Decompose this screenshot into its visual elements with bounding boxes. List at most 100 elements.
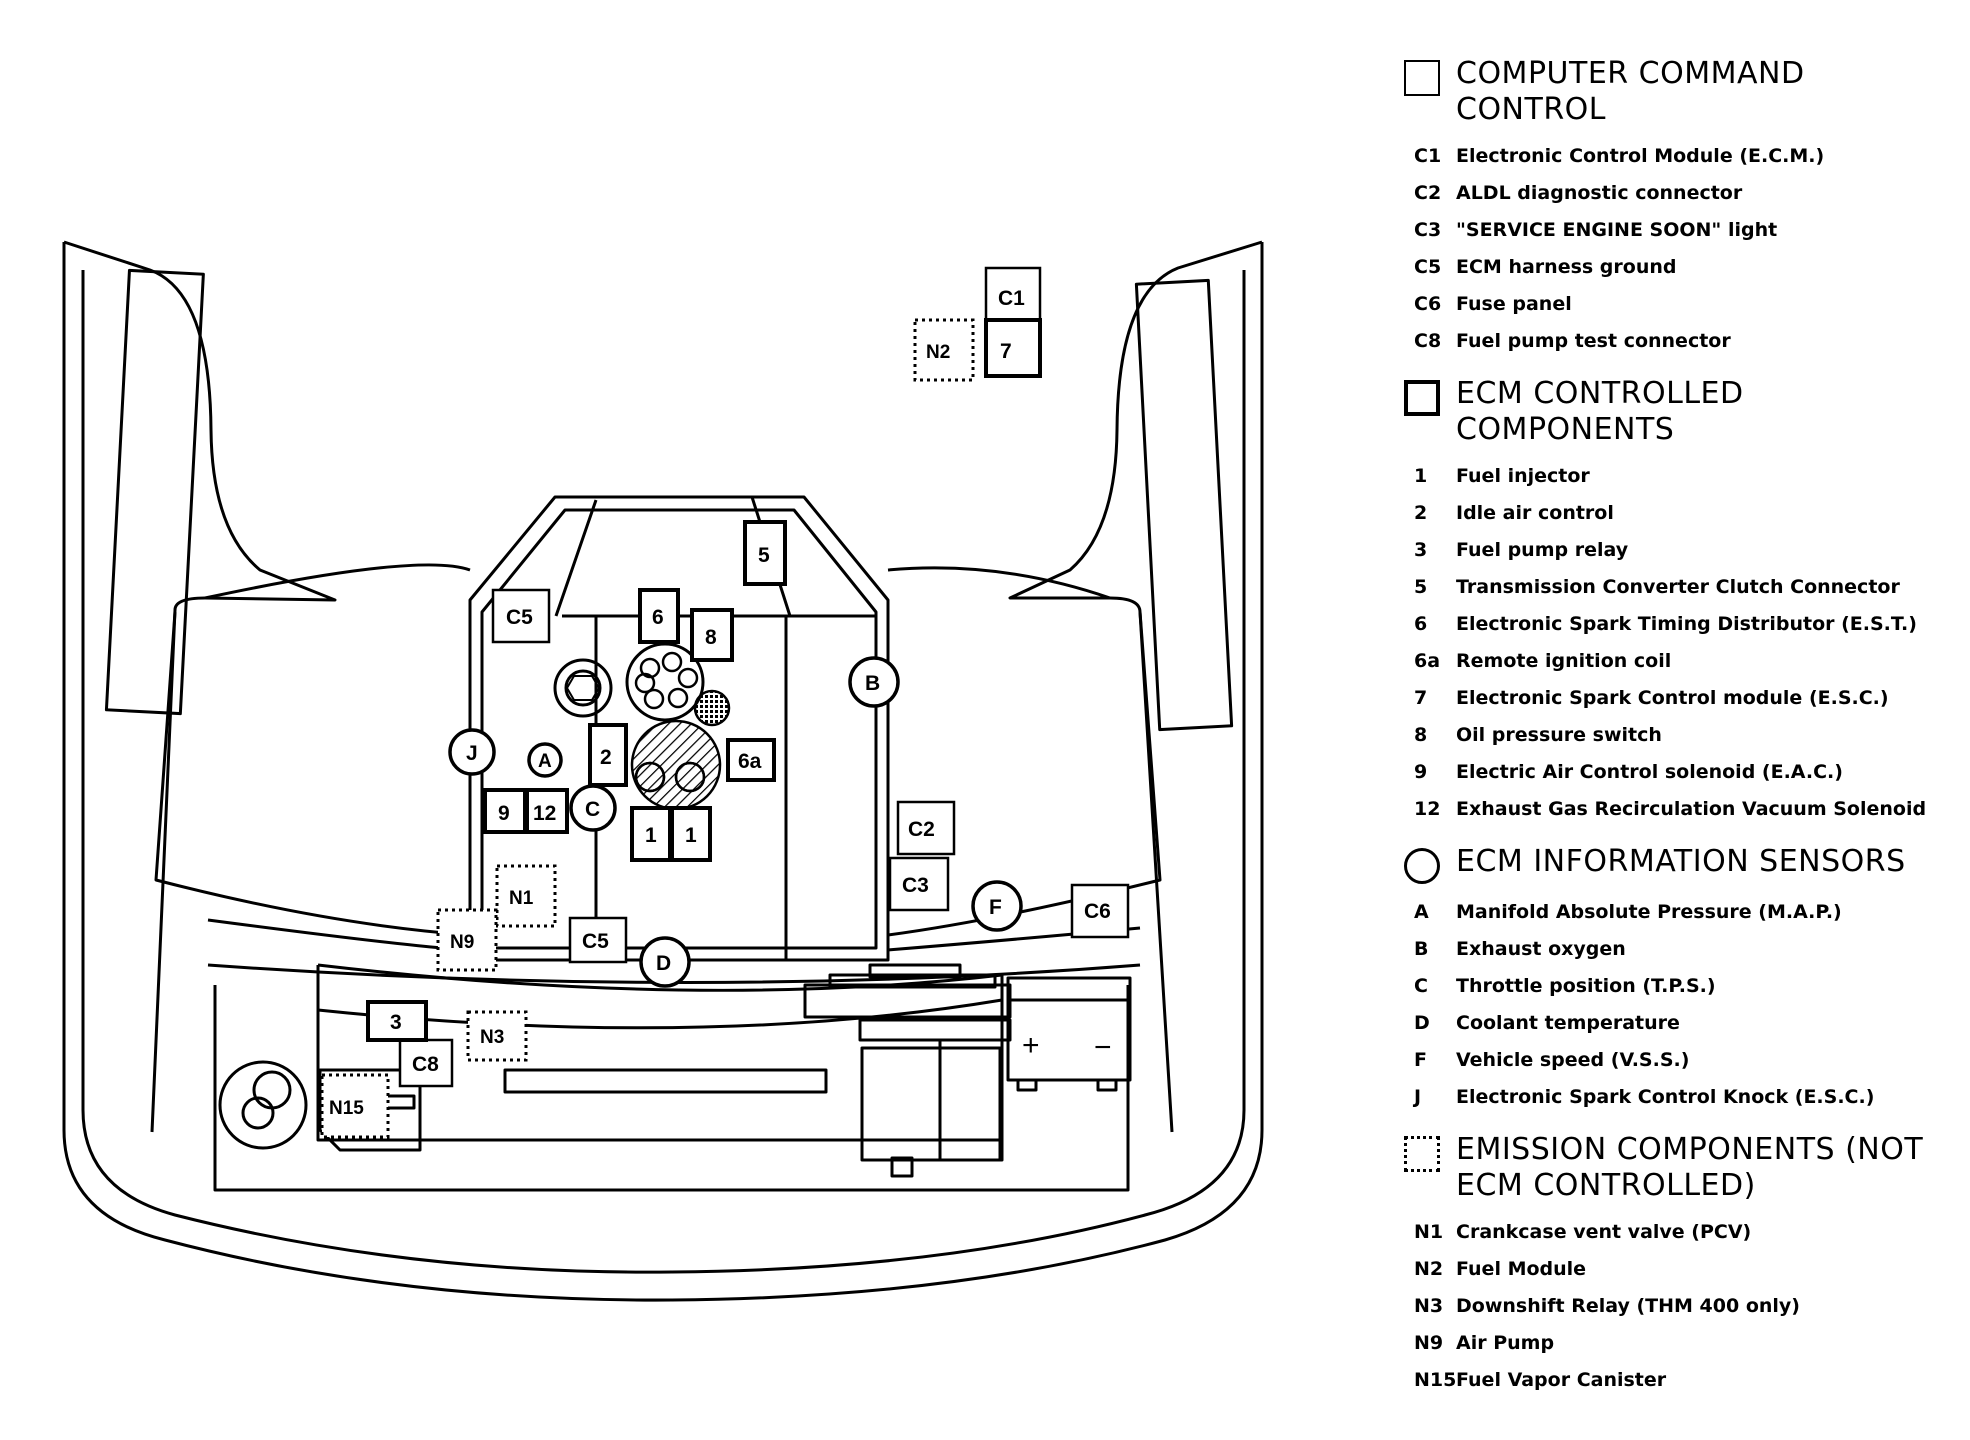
box-c2 [896, 800, 956, 856]
box-n15 [320, 1073, 390, 1139]
label-c5-top: C5 [506, 606, 533, 629]
label-c3: C3 [902, 874, 929, 897]
box-n9 [436, 908, 498, 972]
legend-item-list: N1 Crankcase vent valve (PCV) N2 Fuel Modul… [1404, 1214, 1964, 1399]
box-3 [366, 1000, 428, 1042]
legend-item-code: C [1414, 975, 1428, 997]
label-f: F [989, 896, 1002, 919]
legend-item-code: C8 [1414, 330, 1442, 352]
legend-item-code: 6a [1414, 650, 1441, 672]
label-7: 7 [1000, 340, 1012, 363]
legend-item-code: C2 [1414, 182, 1442, 204]
alternator [860, 1046, 1002, 1162]
box-c5-bottom [568, 916, 628, 964]
legend-item-code: N2 [1414, 1258, 1444, 1280]
label-6: 6 [652, 606, 664, 629]
label-n1: N1 [509, 888, 534, 909]
legend-item-description: Throttle position (T.P.S.) [1456, 975, 1716, 997]
box-n3 [466, 1010, 528, 1062]
box-6a [726, 738, 776, 782]
washer-reservoir [218, 1060, 308, 1150]
label-c2: C2 [908, 818, 935, 841]
legend-item-code: N1 [1414, 1221, 1444, 1243]
label-9: 9 [498, 802, 510, 825]
label-d: D [656, 952, 671, 975]
label-n15: N15 [329, 1098, 364, 1119]
right-fender-panel [1134, 278, 1234, 732]
legend-item-code: C3 [1414, 219, 1442, 241]
legend-item-description: Downshift Relay (THM 400 only) [1456, 1295, 1800, 1317]
legend-item: N1 Crankcase vent valve (PCV) [1404, 1214, 1964, 1251]
legend-item-code: N15 [1414, 1369, 1457, 1391]
box-12 [525, 788, 569, 834]
circle-F [971, 880, 1023, 932]
engine-compartment-diagram: + − [62, 240, 1264, 1302]
label-1a: 1 [645, 824, 657, 847]
box-n2 [913, 318, 975, 382]
legend-item-description: Exhaust oxygen [1456, 938, 1626, 960]
legend-item-description: Electric Air Control solenoid (E.A.C.) [1456, 761, 1843, 783]
legend-item-code: A [1414, 901, 1429, 923]
box-7 [984, 318, 1042, 378]
legend-item: B Exhaust oxygen [1404, 931, 1964, 968]
label-c6: C6 [1084, 900, 1111, 923]
legend-item-code: N9 [1414, 1332, 1444, 1354]
box-8 [690, 608, 734, 662]
circle-D [639, 936, 691, 988]
legend-item-code: 5 [1414, 576, 1428, 598]
battery-minus: − [1094, 1031, 1112, 1064]
legend-item-description: Vehicle speed (V.S.S.) [1456, 1049, 1690, 1071]
legend-item-description: Electronic Control Module (E.C.M.) [1456, 145, 1825, 167]
legend-item-code: D [1414, 1012, 1430, 1034]
legend-item-description: Remote ignition coil [1456, 650, 1672, 672]
legend-item-description: Electronic Spark Control Knock (E.S.C.) [1456, 1086, 1875, 1108]
cowl-curve [204, 563, 1111, 600]
legend-item-description: Fuel injector [1456, 465, 1590, 487]
circle-J [448, 728, 496, 776]
box-c6 [1070, 883, 1130, 939]
label-n2: N2 [926, 342, 950, 363]
legend-section-title: COMPUTER COMMAND CONTROL [1456, 56, 1805, 127]
legend-section-header: ECM CONTROLLED COMPONENTS [1404, 376, 1964, 448]
legend-section-header: EMISSION COMPONENTS (NOT ECM CONTROLLED) [1404, 1132, 1964, 1204]
legend-item-code: 3 [1414, 539, 1428, 561]
legend-item-description: Oil pressure switch [1456, 724, 1662, 746]
label-c5-bottom: C5 [582, 930, 609, 953]
label-j: J [466, 742, 478, 765]
legend-section: EMISSION COMPONENTS (NOT ECM CONTROLLED)… [1404, 1132, 1964, 1399]
legend-item-description: Fuel pump test connector [1456, 330, 1731, 352]
circle-B [848, 656, 900, 708]
thin-square-icon [1404, 60, 1440, 96]
thick-square-icon [1404, 380, 1440, 416]
legend-item: N2 Fuel Module [1404, 1251, 1964, 1288]
legend-item-description: "SERVICE ENGINE SOON" light [1456, 219, 1778, 241]
label-c: C [585, 798, 600, 821]
legend-item: C Throttle position (T.P.S.) [1404, 968, 1964, 1005]
legend-item-description: Crankcase vent valve (PCV) [1456, 1221, 1752, 1243]
body-inner-outline [81, 270, 1246, 1274]
battery-plus: + [1022, 1029, 1040, 1062]
label-2: 2 [600, 746, 612, 769]
legend-item-code: 7 [1414, 687, 1428, 709]
box-c8 [398, 1038, 454, 1088]
label-a: A [538, 751, 552, 772]
dotted-square-icon [1404, 1136, 1440, 1172]
legend-item-code: B [1414, 938, 1429, 960]
legend-item-description: Fuel Module [1456, 1258, 1587, 1280]
